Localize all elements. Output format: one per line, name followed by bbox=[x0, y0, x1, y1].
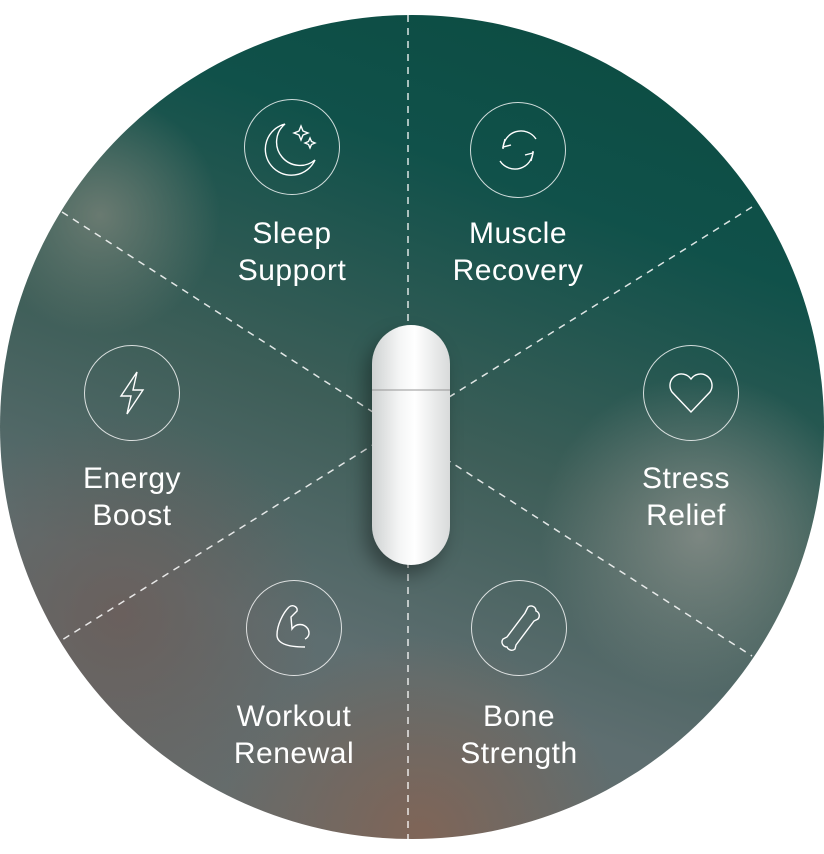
label-line: Sleep bbox=[252, 217, 332, 250]
label-line: Strength bbox=[460, 737, 578, 770]
refresh-cycle-icon bbox=[470, 102, 566, 198]
label-line: Relief bbox=[646, 499, 726, 532]
label-line: Support bbox=[237, 254, 347, 287]
bone-icon bbox=[471, 580, 567, 676]
label-line: Muscle bbox=[468, 217, 568, 250]
divider-diagonal-1 bbox=[61, 211, 753, 657]
label-line: Bone bbox=[482, 700, 556, 733]
heart-icon bbox=[643, 345, 739, 441]
label-line: Stress bbox=[641, 462, 731, 495]
lightning-bolt-icon bbox=[84, 345, 180, 441]
flexed-arm-icon bbox=[246, 580, 342, 676]
label-line: Boost bbox=[92, 499, 172, 532]
label-line: Renewal bbox=[233, 737, 355, 770]
capsule-image bbox=[372, 325, 450, 565]
label-line: Workout bbox=[236, 700, 352, 733]
moon-stars-icon bbox=[244, 99, 340, 195]
label-line: Recovery bbox=[452, 254, 584, 287]
label-line: Energy bbox=[82, 462, 182, 495]
